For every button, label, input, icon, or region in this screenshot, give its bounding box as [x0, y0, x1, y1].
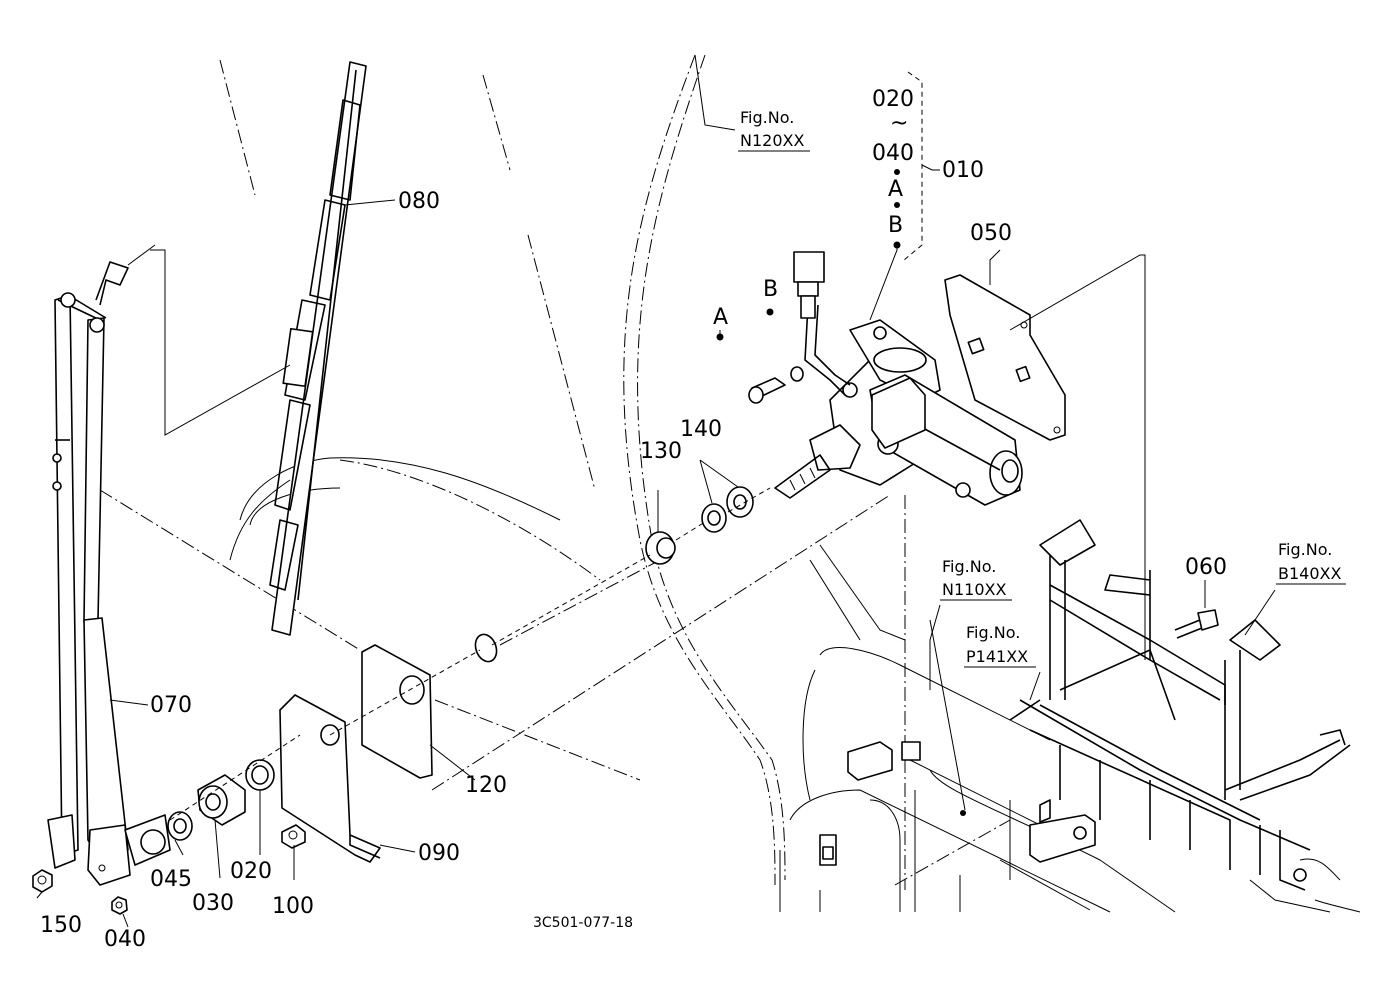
label-020: 020 [230, 859, 272, 884]
label-ref-b: B [763, 277, 778, 302]
fig-ref-n110-code: N110XX [942, 580, 1006, 599]
leader-lines [36, 54, 1276, 928]
cab-small-parts [819, 741, 1096, 866]
cab-right-frame [1009, 519, 1361, 913]
ref-dot-b2 [893, 241, 901, 249]
axis-lines [127, 244, 771, 821]
label-020-group: 020 [872, 87, 914, 112]
bracket-050 [944, 254, 1146, 660]
label-050: 050 [970, 221, 1012, 246]
fig-ref-n120-label: Fig.No. [740, 108, 794, 127]
ref-dot-040 [894, 169, 900, 175]
label-045: 045 [150, 867, 192, 892]
bolt-060 [1174, 609, 1219, 639]
fig-ref-n110-label: Fig.No. [942, 557, 996, 576]
fig-ref-b140-label: Fig.No. [1278, 540, 1332, 559]
pivot-parts [32, 486, 754, 915]
fig-ref-n120-code: N120XX [740, 131, 804, 150]
label-150: 150 [40, 913, 82, 938]
label-120: 120 [465, 773, 507, 798]
fig-ref-p141-code: P141XX [966, 647, 1028, 666]
fig-ref-p141-label: Fig.No. [966, 623, 1020, 642]
label-ref-a: A [713, 305, 728, 330]
group-bracket-010 [903, 71, 923, 261]
label-ref-a2: A [888, 177, 903, 202]
figure-code: 3C501-077-18 [533, 915, 633, 931]
fig-ref-b140-code: B140XX [1278, 564, 1341, 583]
label-140: 140 [680, 417, 722, 442]
label-060: 060 [1185, 555, 1227, 580]
label-030: 030 [192, 891, 234, 916]
ref-dot-b [766, 308, 774, 316]
label-tilde: ~ [890, 111, 908, 136]
label-100: 100 [272, 894, 314, 919]
label-ref-b2: B [888, 213, 903, 238]
label-070: 070 [150, 693, 192, 718]
label-130: 130 [640, 439, 682, 464]
wiper-blade-080 [269, 61, 367, 636]
ref-dot-a [716, 333, 724, 341]
label-040-group: 040 [872, 141, 914, 166]
label-040: 040 [104, 927, 146, 952]
ref-dot-n110 [960, 810, 966, 816]
phantom-lines [99, 54, 1011, 890]
label-090: 090 [418, 841, 460, 866]
ref-dot-a2 [894, 202, 900, 208]
label-080: 080 [398, 189, 440, 214]
label-010: 010 [942, 158, 984, 183]
wiper-motor-010 [748, 251, 1023, 506]
figure-references: Fig.No. N120XX Fig.No. N110XX Fig.No. P1… [738, 108, 1346, 668]
part-labels: 080 070 045 030 020 100 090 120 130 140 … [40, 87, 1227, 952]
wiper-arm-070 [47, 261, 131, 886]
cab-frame [229, 457, 1176, 913]
